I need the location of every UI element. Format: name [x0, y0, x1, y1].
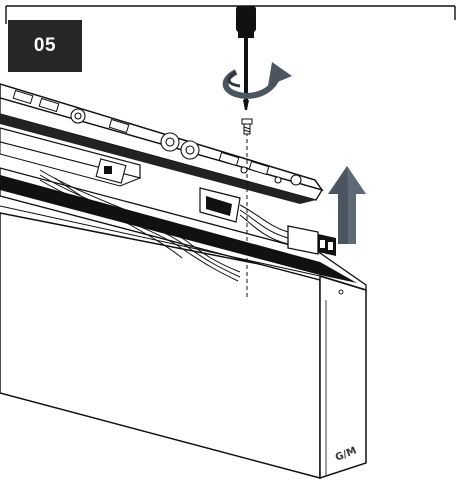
rotate-arrow-icon: [222, 62, 292, 100]
step-number-badge: 05: [8, 20, 82, 72]
up-arrow-icon: [328, 166, 366, 244]
connector-cable: [239, 204, 289, 245]
connector-icon: [287, 225, 336, 256]
screw-icon: [241, 118, 253, 135]
housing-body: [0, 167, 367, 480]
screwdriver-icon: [236, 6, 256, 110]
internal-cables: [39, 169, 241, 282]
inner-rail: [0, 127, 142, 187]
driver-tray: [0, 83, 324, 223]
